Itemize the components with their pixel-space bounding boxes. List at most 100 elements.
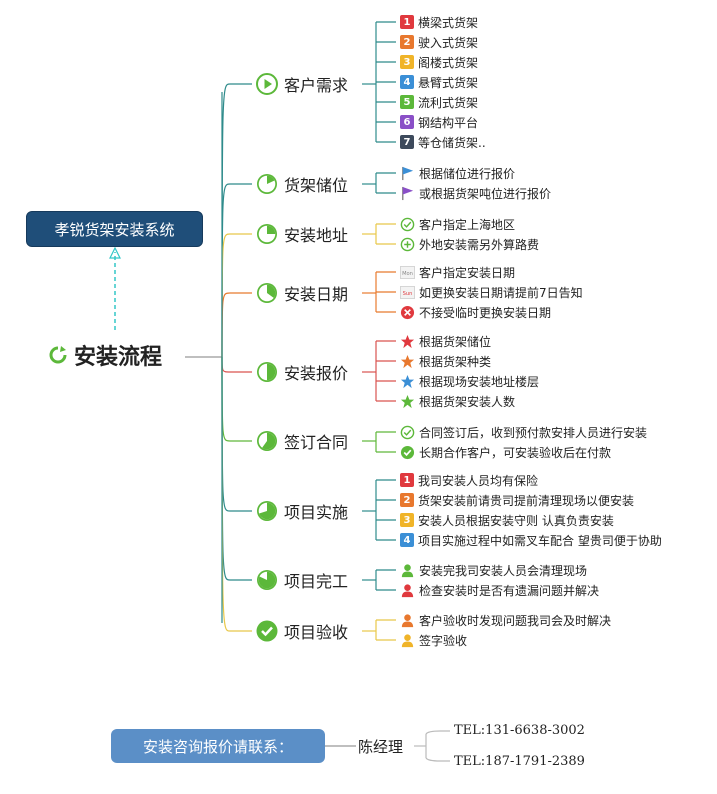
calendar-mon-icon: Mon bbox=[400, 265, 415, 279]
branch-node: 项目验收 bbox=[256, 619, 348, 643]
leaf-item: Mon 客户指定安装日期 bbox=[400, 263, 515, 281]
leaf-text: 货架安装前请贵司提前清理现场以便安装 bbox=[418, 493, 635, 508]
leaf-text: 我司安装人员均有保险 bbox=[418, 473, 539, 488]
pie-icon bbox=[257, 283, 277, 303]
check-outline-icon bbox=[400, 217, 415, 231]
check-outline-icon bbox=[400, 425, 415, 439]
branch-label: 安装地址 bbox=[284, 226, 349, 245]
plus-outline-icon bbox=[400, 237, 415, 251]
leaf-item: 客户验收时发现问题我司会及时解决 bbox=[400, 611, 611, 629]
root-label: 安装流程 bbox=[74, 345, 163, 370]
branch-label: 客户需求 bbox=[284, 76, 349, 95]
leaf-text: 客户指定安装日期 bbox=[419, 265, 516, 280]
leaf-text: 横梁式货架 bbox=[418, 15, 479, 30]
leaf-text: 签字验收 bbox=[419, 633, 468, 648]
number-badge: 1 bbox=[400, 473, 414, 487]
leaf-item: 安装完我司安装人员会清理现场 bbox=[400, 561, 587, 579]
green-star-icon bbox=[400, 394, 415, 408]
branch-node: 货架储位 bbox=[256, 172, 348, 196]
calendar-sun-icon: Sun bbox=[400, 285, 415, 299]
contact-label: 安装咨询报价请联系： bbox=[142, 737, 293, 756]
branch-label: 货架储位 bbox=[284, 176, 349, 195]
leaf-item: Sun 如更换安装日期请提前7日告知 bbox=[400, 283, 583, 301]
leaf-item: 根据货架安装人数 bbox=[400, 392, 515, 410]
branch-label: 项目完工 bbox=[284, 572, 349, 591]
leaf-item: 根据储位进行报价 bbox=[400, 164, 515, 182]
red-person-icon bbox=[401, 583, 414, 597]
leaf-item: 合同签订后，收到预付款安排人员进行安装 bbox=[400, 423, 647, 441]
number-badge: 5 bbox=[400, 95, 414, 109]
orange-star-icon bbox=[400, 354, 415, 368]
pie-icon bbox=[257, 224, 277, 244]
leaf-item: 根据现场安装地址楼层 bbox=[400, 372, 539, 390]
number-badge: 4 bbox=[400, 75, 414, 89]
leaf-text: 阁楼式货架 bbox=[418, 55, 479, 70]
green-person-icon bbox=[401, 563, 414, 577]
leaf-text: 检查安装时是否有遗漏问题并解决 bbox=[419, 583, 600, 598]
leaf-item: 根据货架种类 bbox=[400, 352, 491, 370]
leaf-text: 根据货架安装人数 bbox=[419, 394, 516, 409]
branch-label: 安装日期 bbox=[284, 285, 349, 304]
leaf-text: 根据现场安装地址楼层 bbox=[419, 374, 540, 389]
leaf-item: 签字验收 bbox=[400, 631, 467, 649]
leaf-item: 外地安装需另外算路费 bbox=[400, 235, 539, 253]
leaf-item: 或根据货架吨位进行报价 bbox=[400, 184, 551, 202]
tel-1: TEL:131-6638-3002 bbox=[454, 723, 585, 738]
pie-icon bbox=[257, 570, 277, 590]
branch-node: 安装报价 bbox=[256, 360, 348, 384]
branch-label: 安装报价 bbox=[284, 364, 349, 383]
leaf-text: 项目实施过程中如需叉车配合 望贵司便于协助 bbox=[418, 533, 662, 548]
pie-icon bbox=[257, 362, 277, 382]
check-circle-icon bbox=[256, 620, 278, 642]
yellow-person-icon bbox=[401, 633, 414, 647]
branch-label: 项目验收 bbox=[284, 623, 349, 642]
leaf-item: 客户指定上海地区 bbox=[400, 215, 515, 233]
svg-text:Mon: Mon bbox=[402, 270, 413, 276]
pie-icon bbox=[257, 431, 277, 451]
pie-icon bbox=[257, 174, 277, 194]
leaf-text: 外地安装需另外算路费 bbox=[419, 237, 540, 252]
leaf-item: 2 驶入式货架 bbox=[400, 33, 478, 51]
tel-2: TEL:187-1791-2389 bbox=[454, 754, 585, 769]
leaf-text: 根据货架种类 bbox=[419, 354, 492, 369]
branch-node: 项目完工 bbox=[256, 568, 348, 592]
number-badge: 3 bbox=[400, 513, 414, 527]
purple-flag-icon bbox=[402, 186, 414, 200]
leaf-item: 1 我司安装人员均有保险 bbox=[400, 471, 538, 489]
branch-label: 项目实施 bbox=[284, 503, 349, 522]
branch-node: 安装日期 bbox=[256, 281, 348, 305]
number-badge: 2 bbox=[400, 35, 414, 49]
leaf-item: 根据货架储位 bbox=[400, 332, 491, 350]
red-star-icon bbox=[400, 334, 415, 348]
leaf-text: 或根据货架吨位进行报价 bbox=[419, 186, 552, 201]
blue-flag-icon bbox=[402, 166, 414, 180]
leaf-item: 检查安装时是否有遗漏问题并解决 bbox=[400, 581, 599, 599]
leaf-text: 悬臂式货架 bbox=[418, 75, 479, 90]
leaf-item: 长期合作客户，可安装验收后在付款 bbox=[400, 443, 611, 461]
leaf-text: 驶入式货架 bbox=[418, 35, 479, 50]
root-node: 安装流程 bbox=[48, 339, 162, 371]
leaf-item: 4 悬臂式货架 bbox=[400, 73, 478, 91]
leaf-text: 客户指定上海地区 bbox=[419, 217, 516, 232]
red-x-icon bbox=[400, 305, 415, 319]
branch-node: 项目实施 bbox=[256, 499, 348, 523]
leaf-text: 如更换安装日期请提前7日告知 bbox=[419, 285, 583, 300]
leaf-item: 不接受临时更换安装日期 bbox=[400, 303, 551, 321]
blue-star-icon bbox=[400, 374, 415, 388]
leaf-text: 根据储位进行报价 bbox=[419, 166, 516, 181]
orange-person-icon bbox=[401, 613, 414, 627]
contact-box: 安装咨询报价请联系： bbox=[111, 729, 325, 763]
pie-icon bbox=[257, 501, 277, 521]
branch-label: 签订合同 bbox=[284, 433, 349, 452]
leaf-text: 根据货架储位 bbox=[419, 334, 492, 349]
branch-node: 客户需求 bbox=[256, 72, 348, 96]
manager-name: 陈经理 bbox=[358, 738, 404, 756]
number-badge: 6 bbox=[400, 115, 414, 129]
leaf-text: 安装完我司安装人员会清理现场 bbox=[419, 563, 588, 578]
